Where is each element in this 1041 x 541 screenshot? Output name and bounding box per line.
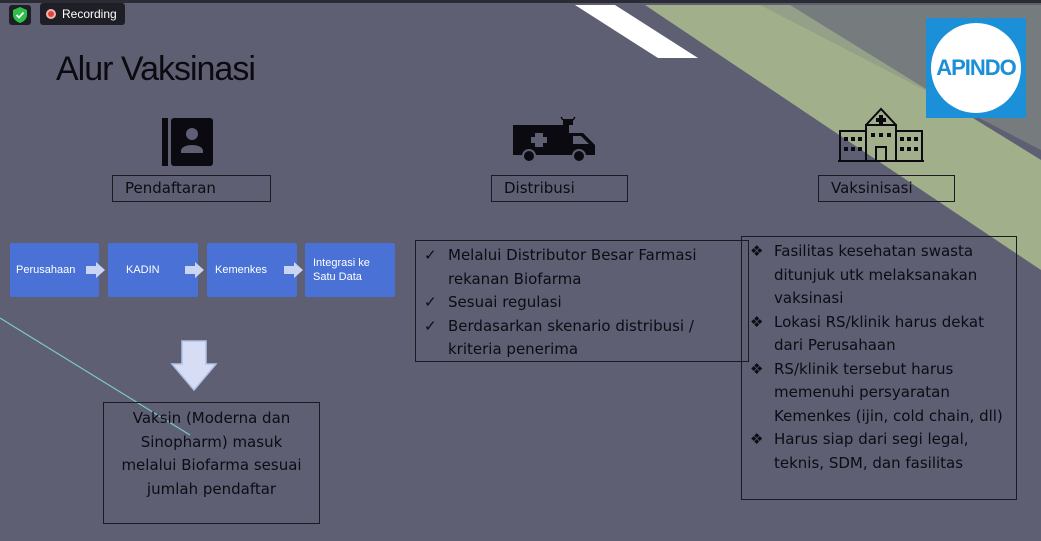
ambulance-icon [513,116,595,163]
window-top-edge [0,0,1041,3]
apindo-logo: APINDO [926,18,1026,118]
arrow-right-icon [284,262,303,278]
hospital-icon [838,107,924,162]
list-item-text: Melalui Distributor Besar Farmasi rekana… [448,246,697,288]
list-item: ❖ Harus siap dari segi legal, teknis, SDM… [742,428,1006,475]
arrow-right-icon [185,262,204,278]
diamond-bullet-icon: ❖ [750,430,764,448]
list-item-text: Lokasi RS/klinik harus dekat dari Perusa… [774,312,984,355]
slide-title: Alur Vaksinasi [56,50,256,88]
shield-check-icon [13,7,27,23]
section-label-distribusi: Distribusi [491,175,628,202]
contact-book-icon [162,118,213,166]
section-label-pendaftaran: Pendaftaran [112,175,271,202]
checkmark-icon: ✓ [424,246,437,264]
list-item: ✓ Melalui Distributor Besar Farmasi rekan… [416,244,748,291]
list-item-text: Sesuai regulasi [448,293,562,311]
diamond-bullet-icon: ❖ [750,359,764,378]
recording-label: Recording [62,7,117,21]
list-item: ❖ Lokasi RS/klinik harus dekat dari Perus… [742,311,1006,358]
logo-text: APINDO [936,55,1017,80]
recording-indicator[interactable]: Recording [40,3,125,25]
flow-step-label: KADIN [126,264,160,276]
section-label-vaksinisasi: Vaksinisasi [818,175,955,202]
list-item-text: Harus siap dari segi legal, teknis, SDM,… [774,430,969,472]
list-item: ❖ RS/klinik tersebut harus memenuhi persy… [742,358,1006,429]
list-item-text: Fasilitas kesehatan swasta ditunjuk utk … [774,242,978,307]
list-item-text: RS/klinik tersebut harus memenuhi persya… [774,359,1003,425]
checkmark-icon: ✓ [424,293,437,311]
flow-step-label: Kemenkes [215,264,267,276]
list-item-text: Berdasarkan skenario distribusi / kriter… [448,316,694,359]
flow-step-perusahaan: Perusahaan [10,243,99,297]
list-item: ✓ Berdasarkan skenario distribusi / krite… [416,315,748,362]
flow-step-integrasi: Integrasi ke Satu Data [305,243,395,297]
security-shield-icon[interactable] [9,5,31,25]
list-item: ✓ Sesuai regulasi [416,291,748,315]
arrow-down-icon [170,340,218,392]
flow-step-label: Integrasi ke Satu Data [313,257,370,283]
flow-step-kemenkes: Kemenkes [207,243,297,297]
flow-step-label: Perusahaan [16,264,76,276]
flow-step-kadin: KADIN [108,243,198,297]
checkmark-icon: ✓ [424,316,437,335]
diamond-bullet-icon: ❖ [750,312,764,331]
vaksinisasi-list-box: ❖ Fasilitas kesehatan swasta ditunjuk utk… [741,236,1017,500]
recording-dot-icon [46,9,56,19]
vaksin-note-text: Vaksin (Moderna dan Sinopharm) masuk mel… [121,409,302,498]
distribusi-list-box: ✓ Melalui Distributor Besar Farmasi rekan… [415,240,749,362]
diamond-bullet-icon: ❖ [750,242,764,260]
arrow-right-icon [86,262,105,278]
vaksin-note-box: Vaksin (Moderna dan Sinopharm) masuk mel… [103,402,320,524]
list-item: ❖ Fasilitas kesehatan swasta ditunjuk utk… [742,240,1006,311]
